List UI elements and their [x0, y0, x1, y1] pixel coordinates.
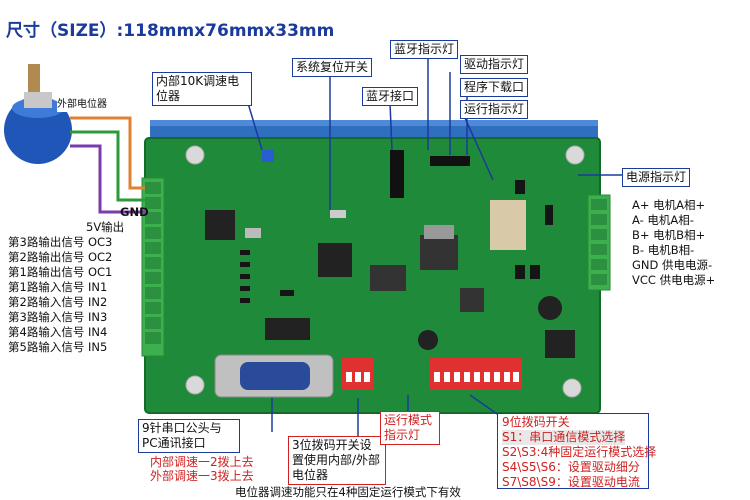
callout-bt-port: 蓝牙接口 — [362, 87, 419, 106]
callout-power-led: 电源指示灯 — [622, 168, 691, 187]
mcu-chip — [318, 243, 352, 277]
driver-chip — [490, 200, 526, 250]
callout-bt-led: 蓝牙指示灯 — [390, 40, 459, 59]
dip9-title: 9位拨码开关 — [502, 415, 570, 429]
dip9-s456: S4\S5\S6：设置驱动细分 — [502, 460, 640, 474]
pot-shaft — [28, 64, 40, 94]
right-label-gnd: GND 供电电源- — [632, 258, 713, 272]
external-pot-label: 外部电位器 — [57, 98, 107, 112]
left-label-oc1: 第1路输出信号 OC1 — [8, 265, 113, 279]
mount-hole — [185, 375, 205, 395]
callout-internal-pot: 内部10K调速电位器 — [152, 72, 252, 106]
bluetooth-header — [390, 150, 404, 198]
callout-run-mode-led: 运行模式指示灯 — [380, 411, 440, 445]
callout-serial: 9针串口公头与PC通讯接口 — [138, 419, 240, 453]
pot-note-external: 外部调速一3拨上去 — [150, 469, 254, 483]
program-header — [430, 156, 470, 166]
left-label-in5: 第5路输入信号 IN5 — [8, 340, 108, 354]
right-label-a-plus: A+ 电机A相+ — [632, 198, 706, 212]
callout-reset: 系统复位开关 — [292, 58, 373, 77]
right-label-vcc: VCC 供电电源+ — [632, 273, 716, 287]
left-label-in2: 第2路输入信号 IN2 — [8, 295, 108, 309]
dip9-s1: S1：串口通信模式选择 — [502, 430, 626, 445]
left-label-5v: 5V输出 — [86, 220, 125, 234]
left-label-oc3: 第3路输出信号 OC3 — [8, 235, 113, 249]
callout-dip9: 9位拨码开关 S1：串口通信模式选择 S2\S3:4种固定运行模式选择 S4\S… — [497, 413, 656, 489]
callout-drive-led: 驱动指示灯 — [460, 55, 529, 74]
left-label-in1: 第1路输入信号 IN1 — [8, 280, 108, 294]
left-label-in3: 第3路输入信号 IN3 — [8, 310, 108, 324]
left-label-oc2: 第2路输出信号 OC2 — [8, 250, 113, 264]
regulator — [420, 235, 458, 270]
reset-switch — [330, 210, 346, 218]
mount-hole — [185, 145, 205, 165]
internal-pot-chip — [262, 150, 274, 162]
pot-note-internal: 内部调速一2拨上去 — [150, 455, 254, 469]
page-title: 尺寸（SIZE）:118mmx76mmx33mm — [6, 21, 335, 41]
callout-dip3: 3位拨码开关设置使用内部/外部电位器 — [288, 436, 386, 485]
callout-run-led: 运行指示灯 — [460, 100, 529, 119]
left-label-gnd: GND — [120, 205, 149, 219]
dip9-s23: S2\S3:4种固定运行模式选择 — [502, 445, 657, 459]
right-label-a-minus: A- 电机A相- — [632, 213, 694, 227]
mount-hole — [565, 145, 585, 165]
callout-program: 程序下载口 — [460, 78, 529, 97]
right-label-b-plus: B+ 电机B相+ — [632, 228, 706, 242]
right-label-b-minus: B- 电机B相- — [632, 243, 695, 257]
dip9-s789: S7\S8\S9：设置驱动电流 — [502, 475, 640, 489]
bottom-note: 电位器调速功能只在4种固定运行模式下有效 — [235, 485, 461, 499]
mount-hole — [562, 378, 582, 398]
left-label-in4: 第4路输入信号 IN4 — [8, 325, 108, 339]
